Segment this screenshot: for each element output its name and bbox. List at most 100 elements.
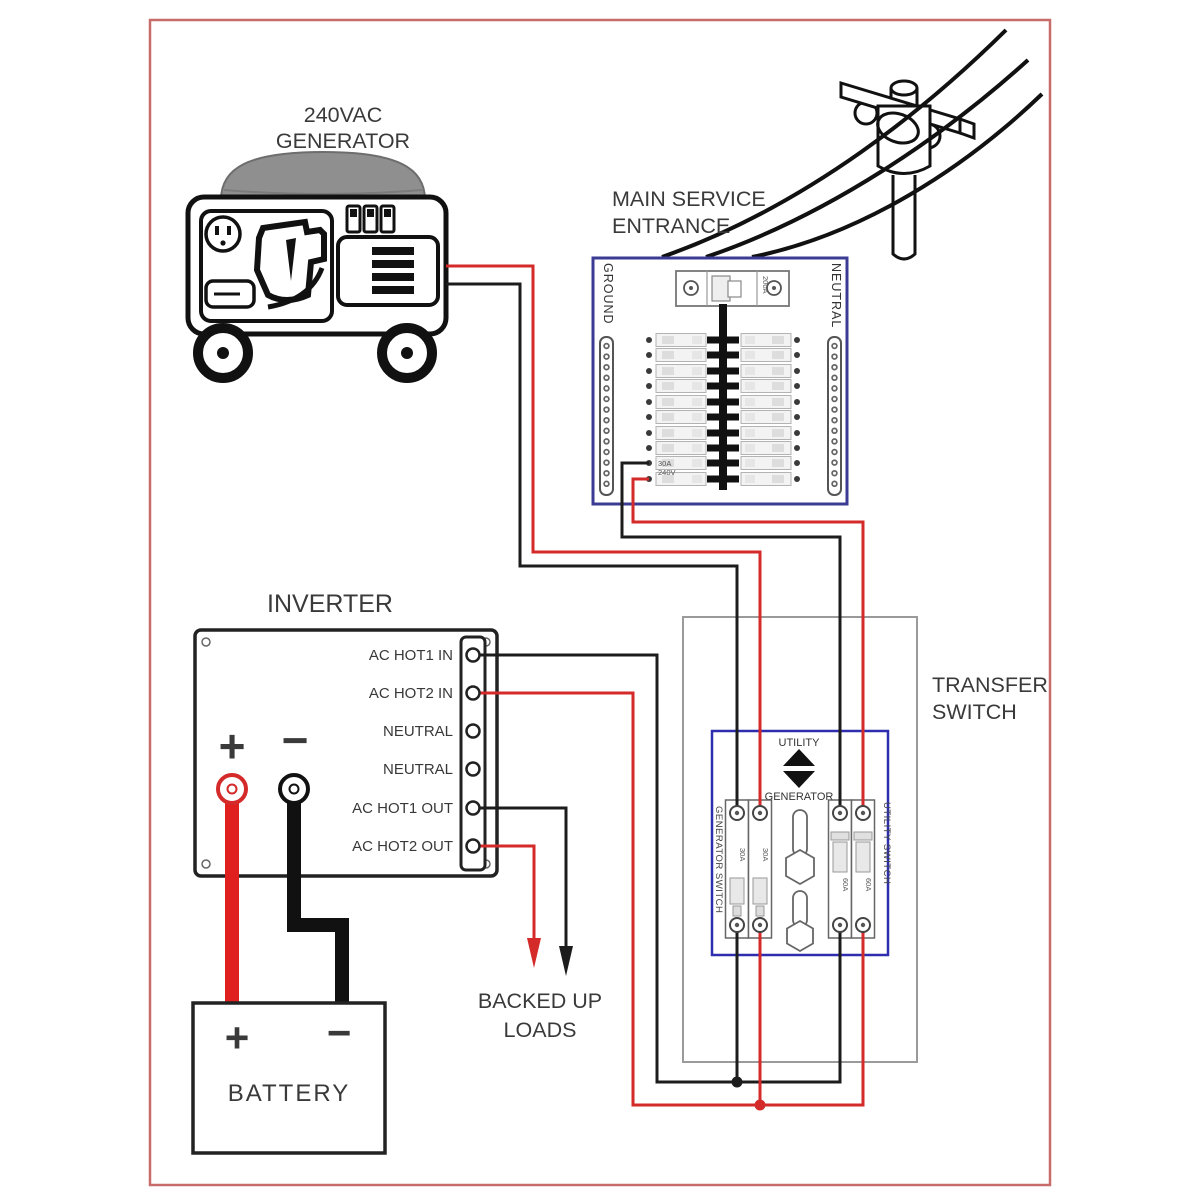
inverter-positive-sign: +	[219, 720, 246, 772]
neutral-bus-label: NEUTRAL	[829, 263, 843, 328]
terminal-achot1-out	[465, 800, 481, 816]
pole-lower	[891, 175, 917, 261]
terminal-neutral-2	[465, 761, 481, 777]
inverter-title: INVERTER	[267, 590, 393, 618]
wire-achot1-out-black	[473, 806, 568, 948]
inverter-negative-sign: −	[282, 714, 309, 766]
terminal-achot2-out	[465, 838, 481, 854]
transfer-toggle-lower	[786, 890, 814, 953]
loads-label-line1: BACKED UP	[478, 989, 602, 1013]
outlet-slot-right	[227, 226, 231, 235]
arrowhead-red	[527, 938, 541, 968]
transfer-switch: TRANSFER SWITCH UTILITY GENERATOR GENERA…	[682, 616, 1048, 1063]
generator-switch-pole1-rating: 30A	[738, 848, 747, 861]
utility-switch-breaker: UTILITY SWITCH 60A 60A	[827, 799, 892, 939]
generator-breaker-rating-line1: 30A	[658, 459, 671, 468]
generator-top-vents	[345, 204, 396, 234]
generator-switch-pole2-rating: 30A	[761, 848, 770, 861]
generator-title-line2: GENERATOR	[276, 129, 410, 153]
generator-breaker-rating-line2: 240V	[658, 468, 676, 477]
pole-top	[889, 79, 919, 97]
dc-terminal-negative-screw	[288, 783, 300, 795]
crossarm-end	[958, 116, 976, 141]
generator-switch-label: GENERATOR SWITCH	[713, 806, 724, 913]
transfer-switch-enclosure	[682, 616, 918, 1063]
wire-generator-hot2-red	[446, 264, 762, 813]
service-drop-wire-1	[661, 28, 1008, 259]
inverter-dc-side: + −	[216, 714, 349, 1008]
wire-achot2-in-red	[473, 691, 865, 1107]
battery-title: BATTERY	[228, 1080, 350, 1107]
outlet-slot-left	[215, 226, 219, 235]
junction-dot-black	[731, 1076, 743, 1088]
wiring	[446, 264, 865, 1111]
battery-positive-sign: +	[225, 1014, 250, 1061]
generator-position-label: GENERATOR	[765, 791, 834, 803]
panel-title-line1: MAIN SERVICE	[612, 187, 766, 211]
utility-switch-pole1-rating: 60A	[841, 878, 850, 891]
panel-title-line2: ENTRANCE	[612, 214, 730, 238]
pole-sleeve	[876, 104, 932, 175]
utility-switch-pole2-rating: 60A	[864, 878, 873, 891]
junction-dot-red	[754, 1099, 766, 1111]
terminal-neutral-1	[465, 723, 481, 739]
generator-engine-top-line	[223, 189, 423, 195]
main-service-entrance: MAIN SERVICE ENTRANCE GROUND NEUTRAL 200…	[591, 187, 849, 506]
arrow-up-icon	[783, 749, 815, 766]
main-breaker-rating: 200A	[761, 276, 770, 294]
backed-up-loads: BACKED UP LOADS	[478, 989, 602, 1042]
service-drop-wire-2	[705, 58, 1030, 259]
label-neutral-1: NEUTRAL	[383, 723, 453, 740]
generator-engine-top	[219, 150, 427, 201]
panel-center-bus	[719, 304, 727, 490]
label-neutral-2: NEUTRAL	[383, 761, 453, 778]
loads-label-line2: LOADS	[504, 1018, 577, 1042]
wire-achot1-in-black	[473, 653, 842, 1084]
wire-achot2-out-red	[473, 844, 536, 940]
terminal-achot1-in	[465, 647, 481, 663]
utility-position-label: UTILITY	[779, 737, 821, 749]
arrow-down-icon	[783, 771, 815, 788]
wheel-hub-right	[401, 347, 413, 359]
label-achot2-out: AC HOT2 OUT	[352, 838, 453, 855]
label-achot2-in: AC HOT2 IN	[369, 685, 453, 702]
battery-box	[191, 1001, 387, 1155]
gauge-needle	[286, 238, 296, 281]
gauge-arc	[267, 267, 325, 310]
ground-bus-bar	[599, 336, 614, 496]
neutral-bus-bar	[827, 336, 842, 496]
utility-switch-label: UTILITY SWITCH	[881, 802, 892, 884]
inverter-terminal-strip	[459, 635, 487, 872]
transfer-switch-title-line1: TRANSFER	[932, 673, 1048, 697]
battery-cable-negative	[287, 798, 349, 1008]
label-achot1-out: AC HOT1 OUT	[352, 800, 453, 817]
generator-switch-breaker: GENERATOR SWITCH 30A 30A	[713, 799, 773, 939]
battery-negative-sign: −	[327, 1009, 352, 1056]
main-breaker: 200A	[675, 270, 790, 307]
transfer-toggle-upper	[785, 809, 815, 886]
wire-generator-hot1-black	[446, 282, 739, 813]
wire-loop	[876, 111, 920, 145]
wire-utility-hot2-red	[631, 477, 865, 813]
inverter-box	[193, 628, 499, 878]
battery: + − BATTERY	[191, 1001, 387, 1155]
panel-bus-ties	[707, 336, 739, 483]
terminal-achot2-in	[465, 685, 481, 701]
arrowhead-black	[559, 946, 573, 976]
transfer-switch-title-line2: SWITCH	[932, 700, 1017, 724]
generator: 240VAC GENERATOR	[185, 103, 449, 383]
generator-outlet-icon	[204, 215, 242, 253]
service-drop-wire-3	[751, 92, 1044, 259]
wire-utility-hot1-black	[620, 461, 842, 813]
ground-bus-label: GROUND	[601, 263, 615, 325]
wheel-hub-left	[217, 347, 229, 359]
outlet-ground-hole	[220, 240, 226, 246]
utility-pole	[661, 28, 1044, 261]
generator-title-line1: 240VAC	[304, 103, 382, 127]
label-achot1-in: AC HOT1 IN	[369, 647, 453, 664]
generator-vent-bars	[372, 247, 414, 294]
dc-terminal-positive-screw	[226, 783, 238, 795]
diagram-frame	[148, 18, 1052, 1187]
